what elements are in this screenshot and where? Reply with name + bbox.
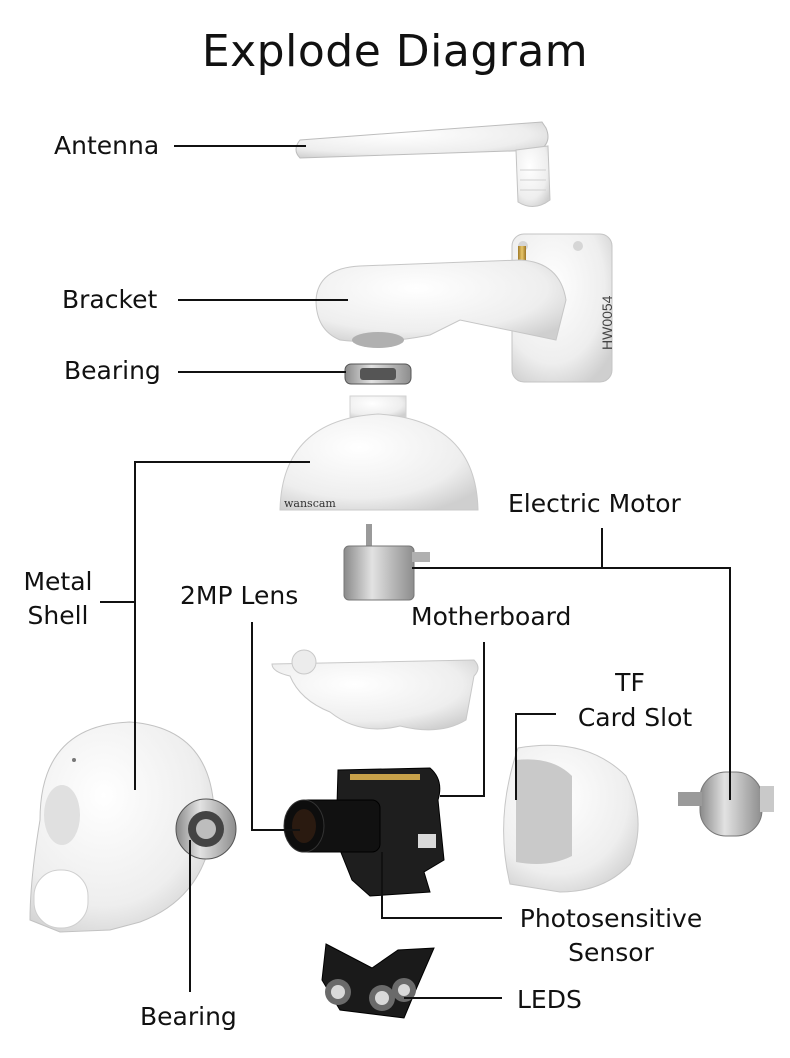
label-bracket: Bracket bbox=[62, 283, 157, 317]
label-bearing-bottom: Bearing bbox=[140, 1000, 237, 1034]
label-tf-2: Card Slot bbox=[560, 701, 710, 735]
brand-text: wanscam bbox=[284, 497, 336, 510]
label-bearing-top: Bearing bbox=[64, 354, 161, 388]
label-metal-shell-1: Metal bbox=[18, 565, 98, 599]
bearing-bottom-part bbox=[176, 799, 236, 859]
label-photosensitive-2: Sensor bbox=[506, 936, 716, 970]
label-motherboard: Motherboard bbox=[411, 600, 571, 634]
metal-dome-part: wanscam bbox=[280, 396, 478, 510]
electric-motor-part bbox=[344, 524, 430, 600]
label-leds: LEDS bbox=[517, 983, 582, 1017]
label-metal-shell-2: Shell bbox=[18, 599, 98, 633]
leader-electric-motor-a bbox=[412, 528, 602, 568]
bearing-top-part bbox=[345, 364, 411, 384]
led-board-part bbox=[322, 944, 434, 1018]
label-lens: 2MP Lens bbox=[180, 579, 298, 613]
leader-lens bbox=[252, 622, 300, 830]
model-text: HW0054 bbox=[599, 295, 615, 350]
stepper-motor-part bbox=[678, 772, 774, 836]
label-photosensitive-1: Photosensitive bbox=[506, 902, 716, 936]
lens-part bbox=[284, 800, 380, 852]
label-electric-motor: Electric Motor bbox=[508, 487, 681, 521]
label-tf-1: TF bbox=[560, 666, 700, 700]
label-antenna: Antenna bbox=[54, 129, 159, 163]
motherboard-cover-part bbox=[272, 650, 478, 730]
bracket-part bbox=[316, 234, 612, 382]
antenna-part bbox=[296, 122, 550, 207]
tf-card-housing-part bbox=[504, 745, 638, 892]
